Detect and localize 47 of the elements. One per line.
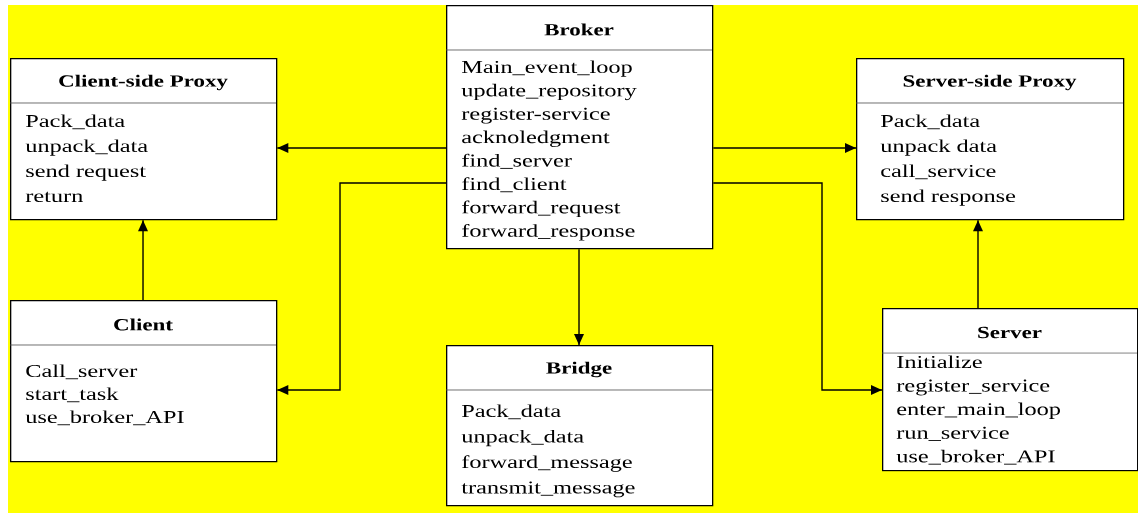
method-name: Call_server — [26, 364, 138, 380]
method-name: register_service — [896, 379, 1050, 396]
method-name: find_server — [462, 153, 572, 169]
method-name: call_service — [881, 164, 996, 180]
arrow — [712, 182, 883, 395]
method-name: forward_request — [462, 200, 621, 218]
class-box — [855, 58, 1125, 221]
method-name: start_task — [26, 387, 119, 403]
method-name: Initialize — [897, 355, 982, 369]
method-name: transmit_message — [461, 481, 635, 498]
class-name: Client-side Proxy — [59, 74, 228, 91]
class-name: Client — [114, 318, 173, 331]
method-name: use_broker_API — [896, 449, 1055, 465]
class-box — [9, 58, 278, 221]
arrow — [276, 182, 447, 395]
arrow — [276, 143, 447, 153]
method-name: enter_main_loop — [897, 402, 1060, 419]
class-box — [445, 345, 714, 507]
method-name: Pack_data — [462, 404, 561, 420]
class-name: Broker — [544, 23, 614, 36]
method-name: use_broker_API — [25, 410, 184, 426]
arrow — [138, 219, 148, 301]
method-name: send request — [26, 164, 146, 181]
class-box — [445, 5, 714, 250]
method-name: register-service — [461, 107, 610, 124]
class-name: Bridge — [546, 361, 612, 378]
method-name: run_service — [896, 426, 1009, 441]
method-name: unpack data — [880, 139, 997, 156]
method-name: return — [25, 191, 83, 203]
class-name: Server — [978, 326, 1042, 339]
method-name: unpack_data — [461, 429, 584, 447]
class-box — [881, 308, 1138, 472]
arrow — [712, 143, 857, 153]
method-name: Pack_data — [881, 114, 980, 130]
method-name: forward_message — [462, 455, 632, 472]
arrow — [973, 219, 983, 309]
method-name: Main_event_loop — [462, 60, 632, 77]
method-name: find_client — [462, 177, 567, 193]
class-name: Server-side Proxy — [903, 74, 1077, 91]
method-name: Pack_data — [26, 114, 125, 130]
method-name: forward_response — [462, 224, 635, 241]
arrow — [574, 248, 584, 346]
method-name: unpack_data — [25, 139, 148, 156]
method-name: update_repository — [461, 83, 637, 101]
method-name: send response — [881, 189, 1016, 206]
class-box — [9, 300, 278, 463]
method-name: acknoledgment — [462, 130, 610, 147]
